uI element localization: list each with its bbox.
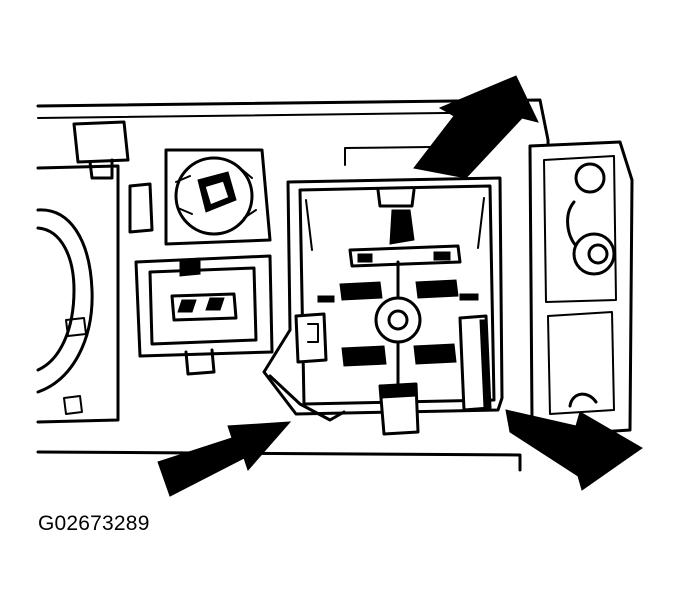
right-bracket — [528, 140, 634, 438]
pointer-arrows — [157, 75, 643, 497]
electrical-connector — [134, 254, 274, 376]
arrow-bottom-left-icon — [157, 421, 292, 497]
left-bracket — [36, 120, 154, 424]
figure-code: G02673289 — [38, 512, 150, 535]
relay — [262, 176, 504, 436]
arrow-bottom-right-icon — [505, 409, 643, 491]
arrow-top-icon — [413, 75, 539, 179]
bulb-socket — [164, 148, 272, 246]
